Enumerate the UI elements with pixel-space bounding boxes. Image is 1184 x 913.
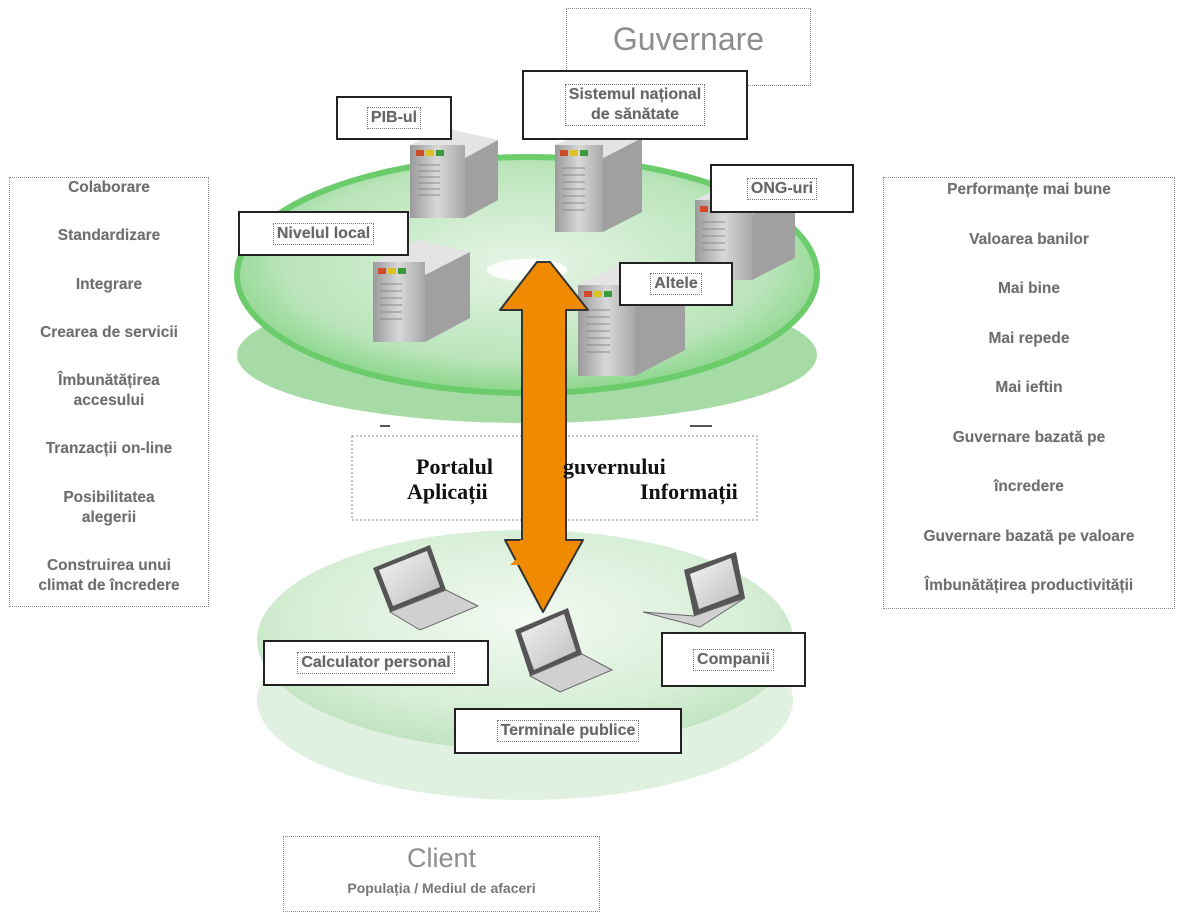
left-item-9: alegerii — [81, 508, 137, 526]
right-item-8: Guvernare bazată pe valoare — [923, 527, 1135, 545]
label-others-text: Altele — [650, 273, 702, 295]
label-ngo: ONG-uri — [710, 164, 854, 213]
left-item-5: Îmbunătățirea — [58, 372, 160, 390]
portal-word-1: Portalul — [416, 454, 493, 479]
label-pib: PIB-ul — [336, 96, 452, 140]
governance-title: Guvernare — [612, 21, 765, 57]
left-item-1: Colaborare — [68, 179, 150, 196]
portal-word-2: guvernului — [563, 454, 666, 479]
right-item-9: Îmbunătățirea productivității — [924, 577, 1134, 594]
laptop-right — [642, 552, 746, 628]
left-item-8: Posibilitatea — [63, 488, 155, 506]
left-item-3: Integrare — [75, 275, 143, 293]
left-item-2: Standardizare — [57, 227, 161, 245]
server-health — [555, 126, 642, 232]
left-benefits-list: Colaborare Standardizare Integrare Crear… — [9, 177, 209, 607]
label-local-text: Nivelul local — [272, 222, 375, 245]
laptop-left — [373, 545, 480, 631]
laptop-center — [515, 608, 614, 693]
left-item-10: Construirea unui — [46, 556, 171, 574]
server-pib — [410, 128, 498, 218]
label-terminals-text: Terminale publice — [496, 720, 640, 742]
label-companies: Companii — [661, 632, 806, 687]
label-terminals: Terminale publice — [454, 708, 682, 754]
right-item-2: Valoarea banilor — [969, 230, 1089, 248]
right-item-3: Mai bine — [997, 280, 1060, 297]
label-ngo-text: ONG-uri — [746, 177, 818, 200]
label-health-line1: Sistemul național — [568, 86, 702, 103]
label-others: Altele — [619, 262, 733, 306]
right-benefits-list: Performanțe mai bune Valoarea banilor Ma… — [883, 177, 1175, 609]
left-item-6: accesului — [73, 392, 145, 410]
client-box: Client Populația / Mediul de afaceri — [283, 836, 600, 912]
server-local — [373, 240, 470, 342]
label-local: Nivelul local — [238, 211, 409, 256]
left-item-7: Tranzacții on-line — [45, 440, 173, 458]
right-item-5: Mai ieftin — [995, 379, 1063, 396]
left-item-11: climat de încredere — [38, 576, 180, 594]
right-item-1: Performanțe mai bune — [947, 181, 1111, 198]
label-pib-text: PIB-ul — [366, 107, 422, 129]
client-subtitle: Populația / Mediul de afaceri — [347, 880, 536, 896]
label-pc: Calculator personal — [263, 640, 489, 686]
portal-word-4: Informații — [640, 479, 738, 504]
label-pc-text: Calculator personal — [297, 652, 455, 674]
portal-word-3: Aplicații — [407, 479, 488, 504]
left-item-4: Crearea de servicii — [40, 323, 178, 341]
label-health: Sistemul național de sănătate — [522, 70, 748, 140]
right-item-4: Mai repede — [988, 329, 1070, 347]
right-item-7: încredere — [994, 478, 1064, 495]
double-arrow — [499, 261, 589, 613]
right-item-6: Guvernare bazată pe — [952, 428, 1106, 446]
label-companies-text: Companii — [693, 648, 774, 671]
client-title: Client — [406, 843, 477, 873]
label-health-line2: de sănătate — [590, 106, 680, 123]
